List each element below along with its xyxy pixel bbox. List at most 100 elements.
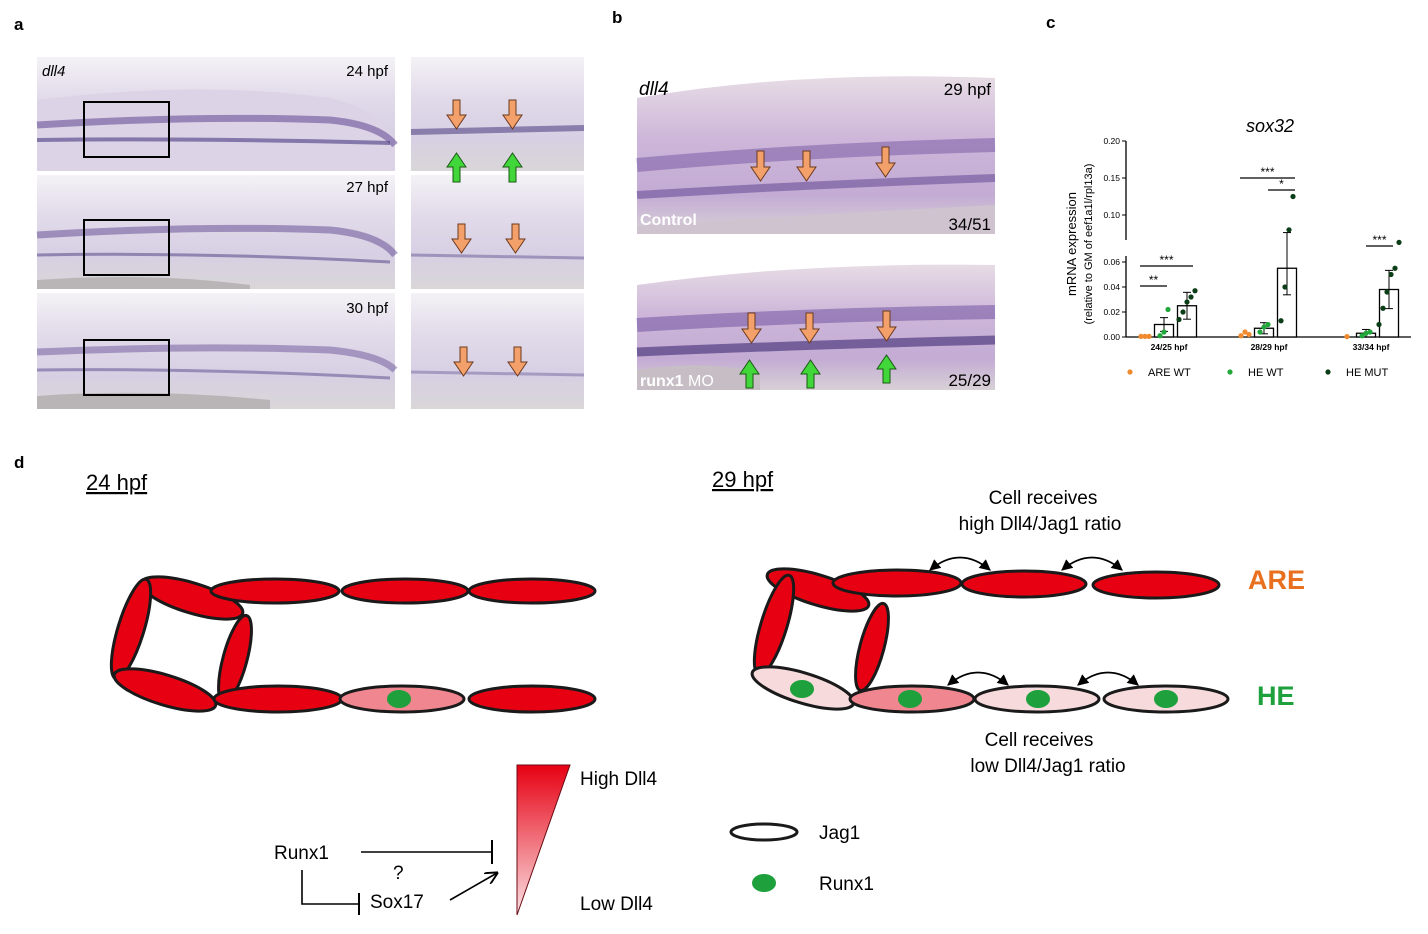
runx1-nucleus	[1154, 690, 1178, 708]
inset-30hpf	[411, 293, 584, 409]
sox17-activation-arrow	[449, 873, 497, 901]
y-tick-label: 0.06	[1103, 257, 1120, 267]
low-dll4-label: Low Dll4	[580, 894, 653, 915]
x-tick-label: 33/34 hpf	[1353, 342, 1390, 352]
panel-b-mo-count: 25/29	[948, 371, 991, 390]
question-mark: ?	[393, 863, 404, 884]
data-point-are-wt	[1246, 331, 1252, 338]
orange-arrow	[507, 346, 528, 377]
cell-high-dll4	[212, 684, 344, 714]
legend-jag1-label: Jag1	[819, 823, 860, 844]
data-point-he-mut	[1286, 227, 1292, 233]
data-point-he-wt	[1359, 333, 1365, 339]
panel-b-control-count: 34/51	[948, 215, 991, 234]
embryo-image-24hpf	[36, 57, 398, 171]
panel-b-gene-label: dll4	[639, 79, 669, 100]
legend-label-he-mut: HE MUT	[1346, 367, 1388, 379]
orange-arrow	[502, 99, 523, 130]
cell-high-dll4	[960, 569, 1088, 599]
high-ratio-line1: Cell receives	[989, 488, 1098, 509]
data-point-he-wt	[1165, 306, 1171, 313]
panel-c-letter: c	[1046, 13, 1055, 32]
left-cell-diagram	[109, 575, 597, 714]
orange-arrow	[796, 150, 817, 182]
significance-label: *	[1279, 177, 1284, 191]
data-point-he-wt	[1157, 333, 1163, 339]
legend-label-are-wt: ARE WT	[1148, 367, 1191, 379]
orange-arrow	[505, 223, 526, 254]
cell-high-dll4	[467, 577, 597, 605]
embryo-image-30hpf	[36, 293, 398, 409]
cell-high-dll4	[340, 577, 470, 605]
he-label: HE	[1257, 681, 1295, 711]
cell-high-dll4	[109, 577, 153, 681]
right-title-29hpf: 29 hpf	[712, 467, 774, 492]
green-arrow	[446, 152, 467, 183]
cell-high-dll4	[752, 573, 796, 677]
right-cell-diagram	[750, 567, 1230, 714]
data-point-he-mut	[1290, 193, 1296, 200]
x-tick-label: 28/29 hpf	[1251, 342, 1288, 352]
data-point-he-mut	[1282, 284, 1288, 290]
inset-24hpf	[411, 57, 584, 171]
data-point-he-mut	[1184, 299, 1190, 305]
y-tick-label: 0.20	[1103, 136, 1120, 146]
green-arrow	[739, 359, 760, 389]
data-point-he-wt	[1363, 330, 1369, 336]
legend-runx1-label: Runx1	[819, 874, 874, 895]
orange-arrow	[453, 346, 474, 377]
data-point-he-wt	[1261, 324, 1267, 330]
legend-runx1-swatch	[752, 874, 776, 892]
y-tick-label: 0.04	[1103, 282, 1120, 292]
y-tick-label: 0.10	[1103, 210, 1120, 220]
x-tick-label: 24/25 hpf	[1151, 342, 1188, 352]
double-arrow	[929, 556, 991, 571]
data-point-he-wt	[1161, 329, 1167, 335]
data-point-he-mut	[1188, 294, 1194, 300]
data-point-are-wt	[1242, 329, 1248, 335]
embryo-image-27hpf	[36, 175, 398, 289]
runx1-nucleus	[898, 690, 922, 708]
panel-a-images	[36, 57, 585, 409]
data-point-he-mut	[1396, 239, 1402, 245]
sox17-label: Sox17	[370, 892, 424, 913]
panel-b-mo-label: runx1 MO	[640, 373, 714, 390]
legend-label-he-wt: HE WT	[1248, 367, 1284, 379]
significance-label: ***	[1260, 165, 1274, 179]
orange-arrow	[876, 310, 897, 342]
data-point-he-mut	[1384, 289, 1390, 295]
panel-b-letter: b	[612, 8, 622, 27]
legend-jag1-swatch	[729, 822, 799, 842]
y-tick-label: 0.15	[1103, 173, 1120, 183]
runx1-to-sox17-inhibition	[301, 870, 359, 905]
panel-b-image-control	[636, 76, 996, 234]
panel-b-image-runx1-mo	[636, 264, 996, 390]
sox32-chart: sox32 mRNA expression (relative to GM of…	[1064, 116, 1411, 379]
panel-d-letter: d	[14, 453, 24, 472]
double-arrow	[1061, 556, 1123, 571]
runx1-nucleus	[1026, 690, 1050, 708]
orange-arrow	[875, 146, 896, 178]
legend-swatch-he-mut	[1325, 369, 1331, 375]
data-point-are-wt	[1344, 334, 1350, 340]
panel-b-control-label: Control	[640, 212, 697, 229]
y-tick-label: 0.02	[1103, 307, 1120, 317]
green-arrow	[502, 152, 523, 183]
y-tick-label: 0.00	[1103, 332, 1120, 342]
data-point-he-wt	[1367, 329, 1373, 335]
cell-high-dll4	[467, 684, 597, 714]
data-point-he-wt	[1257, 329, 1263, 335]
data-point-are-wt	[1238, 333, 1244, 339]
chart-ylabel-secondary: (relative to GM of eef1a1l/rpl13a)	[1083, 164, 1095, 325]
data-point-he-mut	[1388, 271, 1394, 278]
chart-ylabel: mRNA expression	[1064, 192, 1079, 296]
runx1-nucleus	[387, 690, 411, 708]
low-ratio-line1: Cell receives	[985, 730, 1094, 751]
cell-high-dll4	[1091, 570, 1221, 600]
data-point-he-mut	[1380, 305, 1386, 311]
orange-arrow	[741, 312, 762, 344]
panel-a-arrows	[446, 99, 528, 377]
orange-arrow	[446, 99, 467, 130]
cell-high-dll4	[831, 568, 963, 598]
